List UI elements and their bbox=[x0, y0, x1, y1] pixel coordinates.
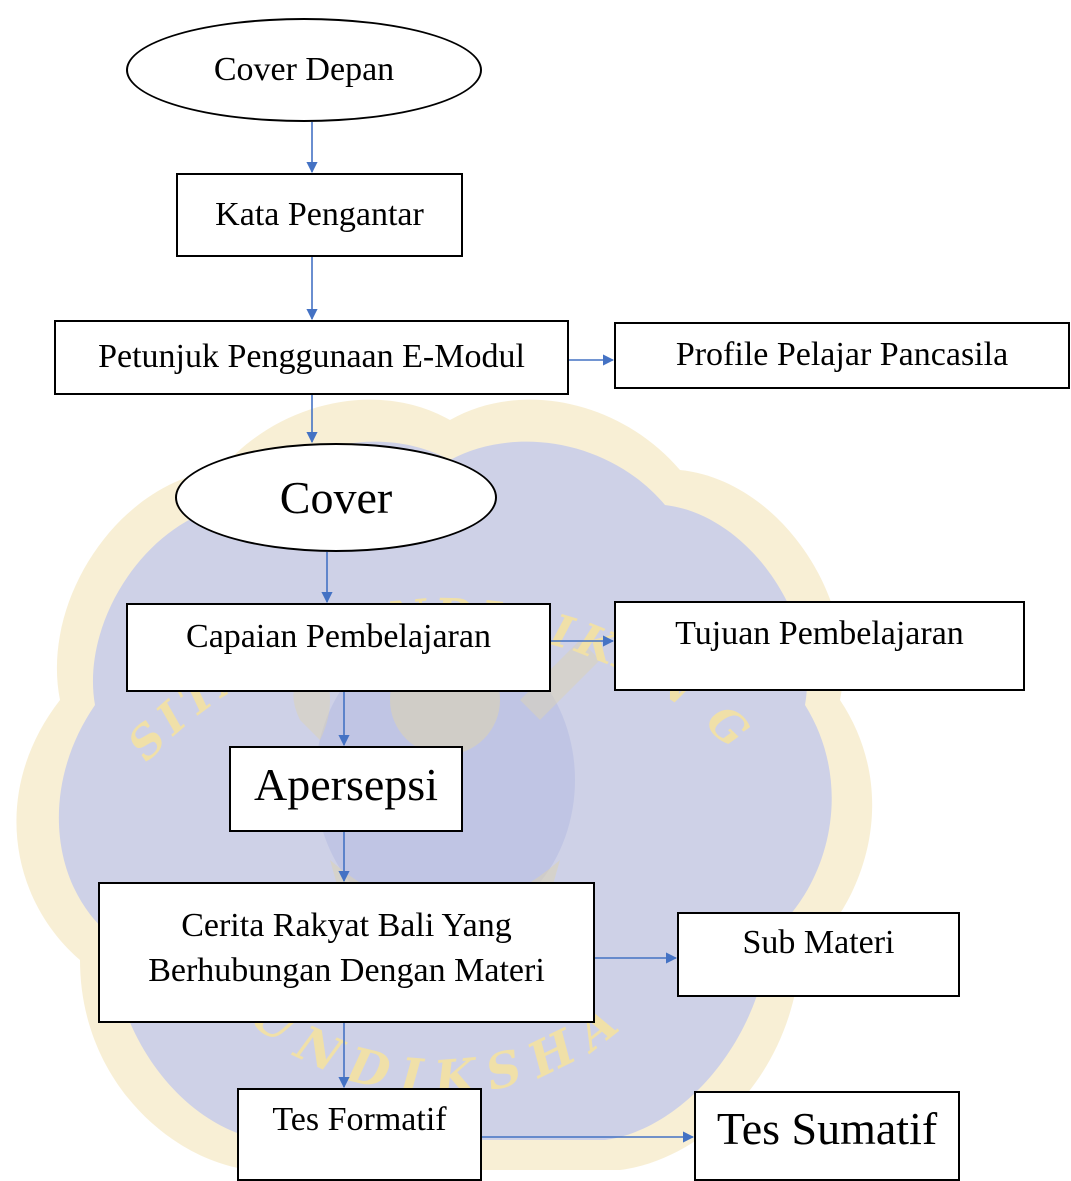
node-cover-label: Cover bbox=[279, 471, 393, 523]
node-cerita-label-line1: Cerita Rakyat Bali Yang bbox=[181, 907, 512, 945]
node-tes-sumatif-label: Tes Sumatif bbox=[716, 1103, 938, 1155]
node-tes-formatif: Tes Formatif bbox=[237, 1088, 482, 1181]
node-petunjuk-penggunaan: Petunjuk Penggunaan E-Modul bbox=[54, 320, 569, 395]
node-tes-formatif-label: Tes Formatif bbox=[272, 1101, 447, 1139]
node-apersepsi: Apersepsi bbox=[229, 746, 463, 832]
node-tujuan-label: Tujuan Pembelajaran bbox=[675, 614, 964, 652]
node-sub-materi-label: Sub Materi bbox=[742, 924, 895, 962]
node-capaian-label: Capaian Pembelajaran bbox=[186, 618, 491, 656]
node-profile-pelajar-pancasila: Profile Pelajar Pancasila bbox=[614, 322, 1070, 389]
node-cover-depan: Cover Depan bbox=[126, 18, 482, 122]
node-sub-materi: Sub Materi bbox=[677, 912, 960, 997]
node-cerita-label-line2: Berhubungan Dengan Materi bbox=[148, 951, 545, 989]
node-cover-depan-label: Cover Depan bbox=[213, 50, 395, 88]
node-kata-pengantar: Kata Pengantar bbox=[176, 173, 463, 257]
node-apersepsi-label: Apersepsi bbox=[254, 759, 438, 811]
node-cover: Cover bbox=[175, 443, 497, 552]
node-tujuan-pembelajaran: Tujuan Pembelajaran bbox=[614, 601, 1025, 691]
node-petunjuk-label: Petunjuk Penggunaan E-Modul bbox=[98, 338, 525, 376]
node-tes-sumatif: Tes Sumatif bbox=[694, 1091, 960, 1181]
node-profile-label: Profile Pelajar Pancasila bbox=[675, 336, 1009, 374]
node-capaian-pembelajaran: Capaian Pembelajaran bbox=[126, 603, 551, 692]
node-cerita-rakyat-bali: Cerita Rakyat Bali Yang Berhubungan Deng… bbox=[98, 882, 595, 1023]
node-kata-pengantar-label: Kata Pengantar bbox=[215, 195, 424, 233]
